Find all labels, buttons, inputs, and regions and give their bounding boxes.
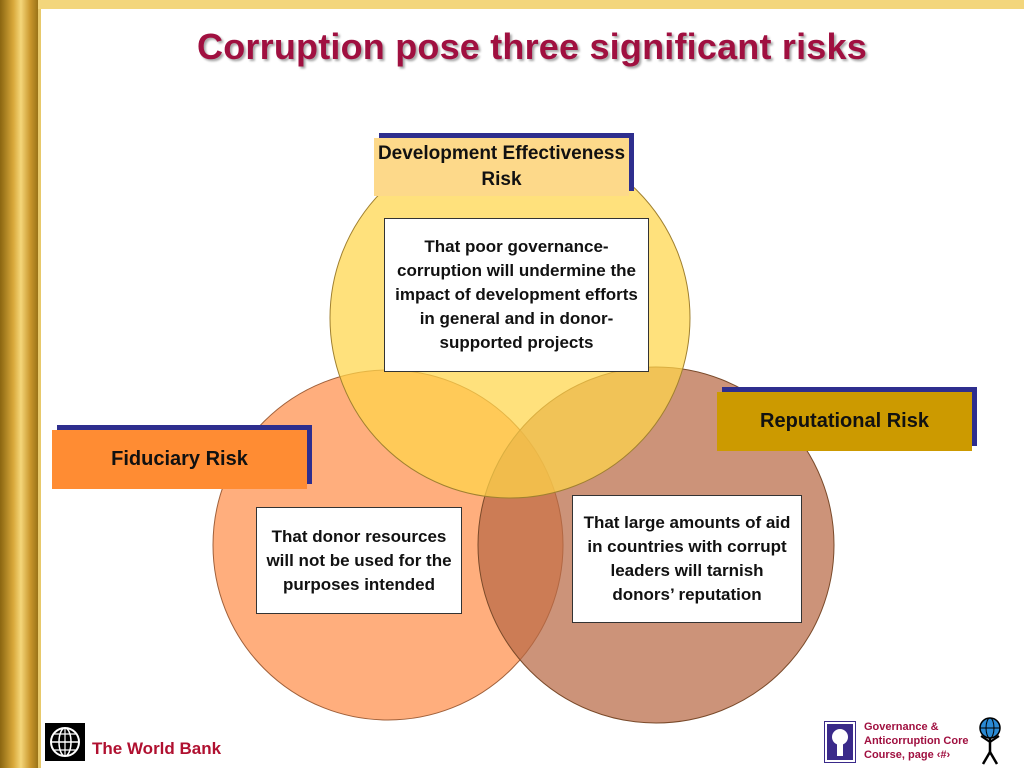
left-decorative-bar (0, 0, 38, 768)
atlas-globe-icon (975, 716, 1005, 766)
course-logo-icon (824, 721, 856, 763)
left-bar-edge (38, 0, 41, 768)
reputational-risk-label: Reputational Risk (717, 392, 972, 451)
world-bank-name: The World Bank (92, 739, 222, 758)
course-line-1: Governance & (864, 721, 939, 733)
fiduciary-risk-label: Fiduciary Risk (52, 430, 307, 489)
top-decorative-bar (38, 0, 1024, 9)
course-line-3: Course, page ‹#› (864, 749, 951, 761)
development-risk-description: That poor governance-corruption will und… (384, 218, 649, 372)
reputational-risk-description: That large amounts of aid in countries w… (572, 495, 802, 623)
course-footer-text: Governance & Anticorruption Core Course,… (864, 720, 969, 762)
development-risk-label: Development Effectiveness Risk (374, 138, 629, 196)
world-bank-globe-icon (45, 723, 85, 761)
fiduciary-risk-description: That donor resources will not be used fo… (256, 507, 462, 614)
course-line-2: Anticorruption Core (864, 735, 969, 747)
slide-title: Corruption pose three significant risks (197, 26, 867, 67)
